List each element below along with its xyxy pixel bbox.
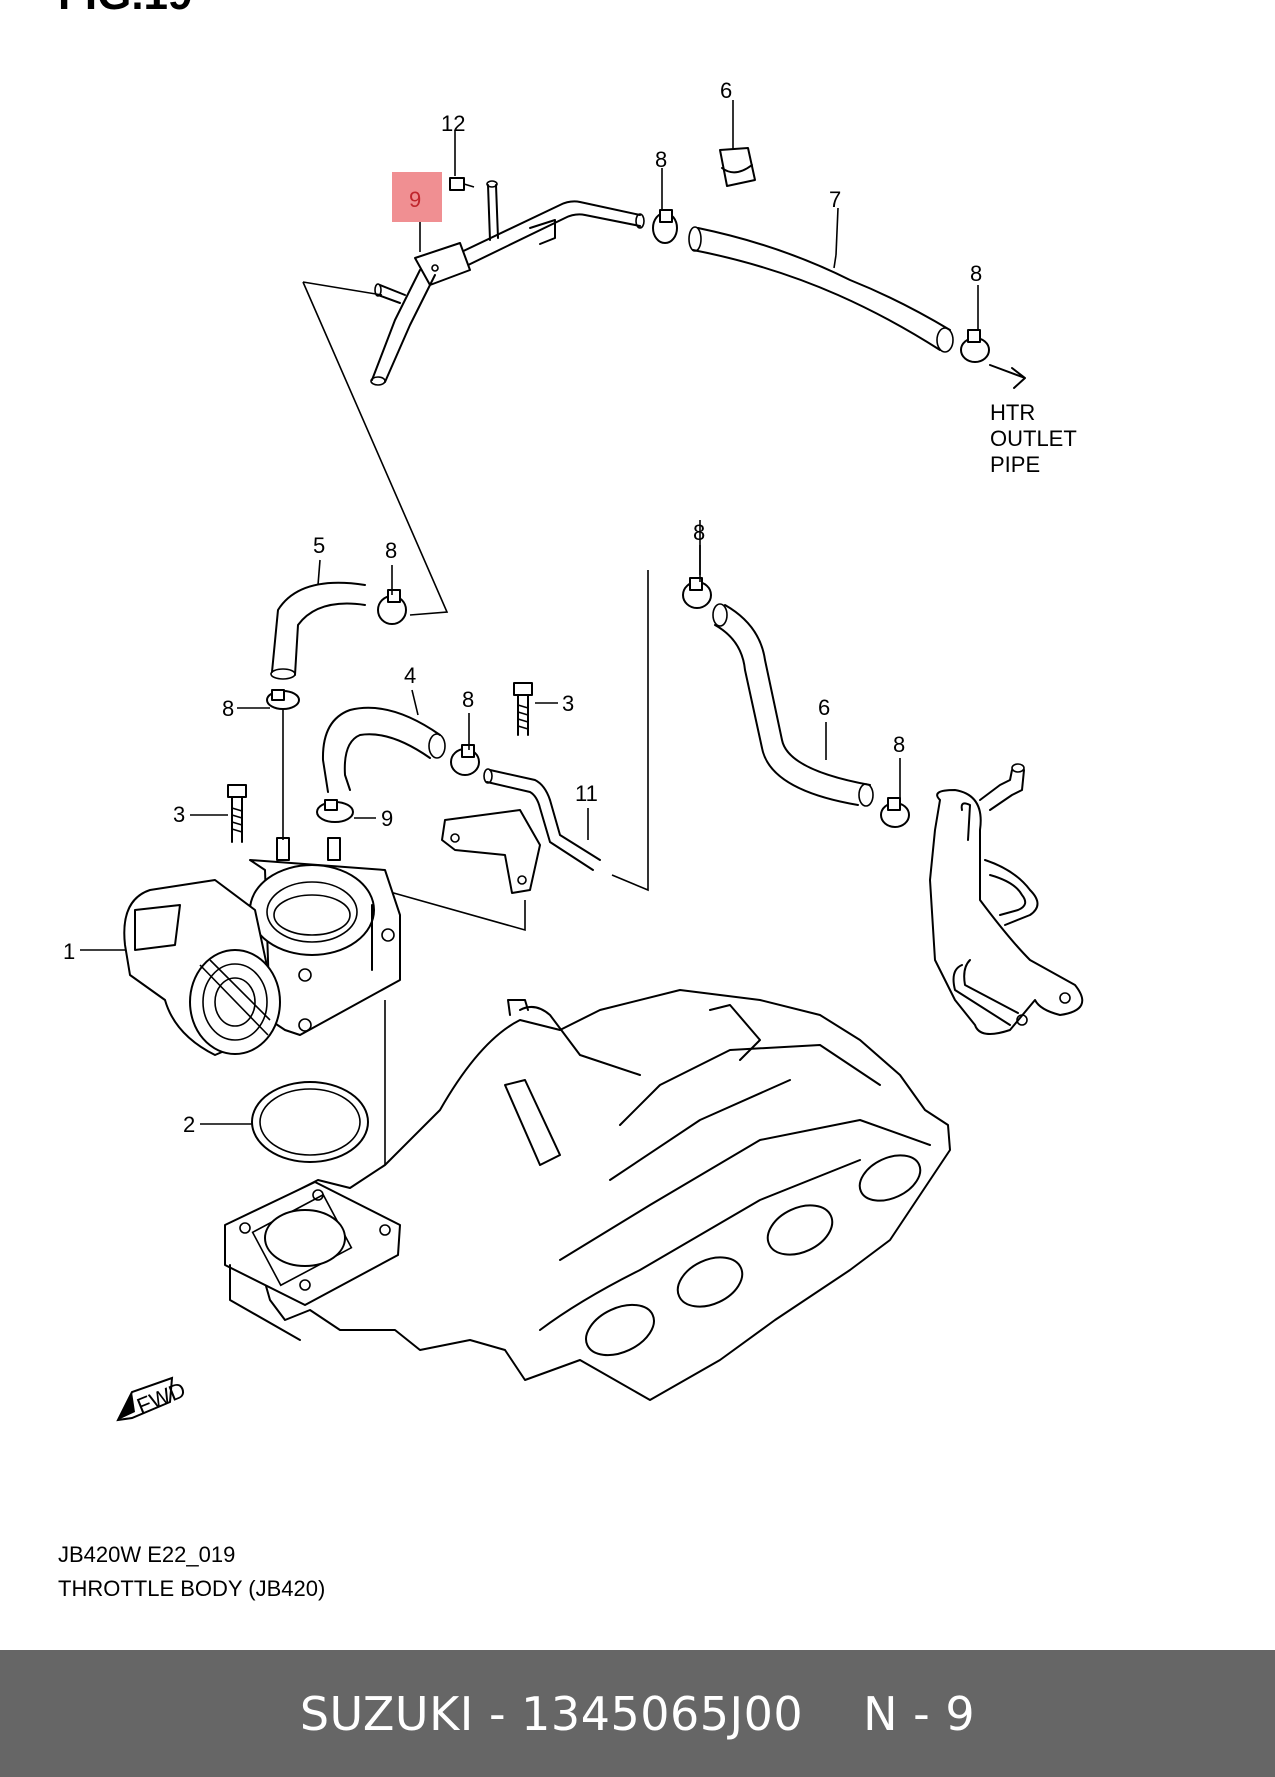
figure-title: FIG.19 <box>58 0 193 20</box>
hose-4 <box>321 706 446 793</box>
callout-1: 1 <box>63 939 75 964</box>
callout-8: 8 <box>970 261 982 286</box>
hose-6 <box>712 603 874 807</box>
gasket-2 <box>251 1081 369 1163</box>
callout-3: 3 <box>173 802 185 827</box>
hose-5 <box>270 581 366 680</box>
note-line-1: HTR <box>990 400 1035 425</box>
intake-manifold <box>224 989 951 1401</box>
footer-bar: SUZUKI - 1345065J00 N - 9 <box>0 1650 1275 1777</box>
highlight-box <box>392 172 442 222</box>
callout-5: 5 <box>313 533 325 558</box>
hose-clamp <box>266 689 300 710</box>
hose-7 <box>688 226 954 353</box>
pipe-12 <box>441 768 601 894</box>
diagram-title: THROTTLE BODY (JB420) <box>58 1576 326 1601</box>
callout-8: 8 <box>462 687 474 712</box>
callout-11: 6 <box>720 78 732 103</box>
hose-clamp <box>880 797 910 828</box>
bolt-3 <box>227 784 247 843</box>
clip-11 <box>719 147 756 187</box>
htr-outlet-note: HTR OUTLET PIPE <box>990 400 1077 477</box>
heater-pipe-assembly <box>370 172 645 386</box>
callout-7: 7 <box>829 187 841 212</box>
diagram-code: JB420W E22_019 <box>58 1542 236 1567</box>
callout-8: 8 <box>893 732 905 757</box>
callout-12: 11 <box>575 781 598 806</box>
hose-clamp <box>652 209 678 244</box>
callout-6: 6 <box>818 695 830 720</box>
callout-8: 8 <box>693 520 705 545</box>
hose-clamp <box>960 329 990 363</box>
callout-8: 9 <box>381 806 393 831</box>
callout-8: 8 <box>385 538 397 563</box>
footer-part-number: SUZUKI - 1345065J00 <box>299 1686 804 1741</box>
hose-clamp <box>682 577 712 609</box>
hose-clamp <box>377 589 407 625</box>
callout-4: 4 <box>404 663 416 688</box>
callout-9: 9 <box>409 187 421 212</box>
hose-clamp <box>316 799 354 823</box>
leader-lines-lower <box>80 545 901 1125</box>
footer-ref: N - 9 <box>863 1686 976 1741</box>
pipe-bracket <box>929 763 1084 1035</box>
callout-8: 8 <box>222 696 234 721</box>
callout-3: 3 <box>562 691 574 716</box>
throttle-body <box>123 837 401 1056</box>
fwd-arrow-icon: FWD <box>116 1376 189 1422</box>
note-line-3: PIPE <box>990 452 1040 477</box>
note-line-2: OUTLET <box>990 426 1077 451</box>
callout-8: 8 <box>655 147 667 172</box>
callout-10: 12 <box>441 111 465 136</box>
hose-clamp <box>450 744 480 776</box>
callouts: 6 12 8 9 7 8 5 8 8 4 8 3 8 6 8 11 3 9 1 … <box>63 78 982 1137</box>
callout-2: 2 <box>183 1112 195 1137</box>
parts-diagram: FWD 6 12 8 9 7 8 5 8 8 4 8 3 8 6 8 11 3 … <box>63 78 1084 1422</box>
bolt-3 <box>513 682 533 736</box>
direction-arrow <box>989 364 1026 389</box>
